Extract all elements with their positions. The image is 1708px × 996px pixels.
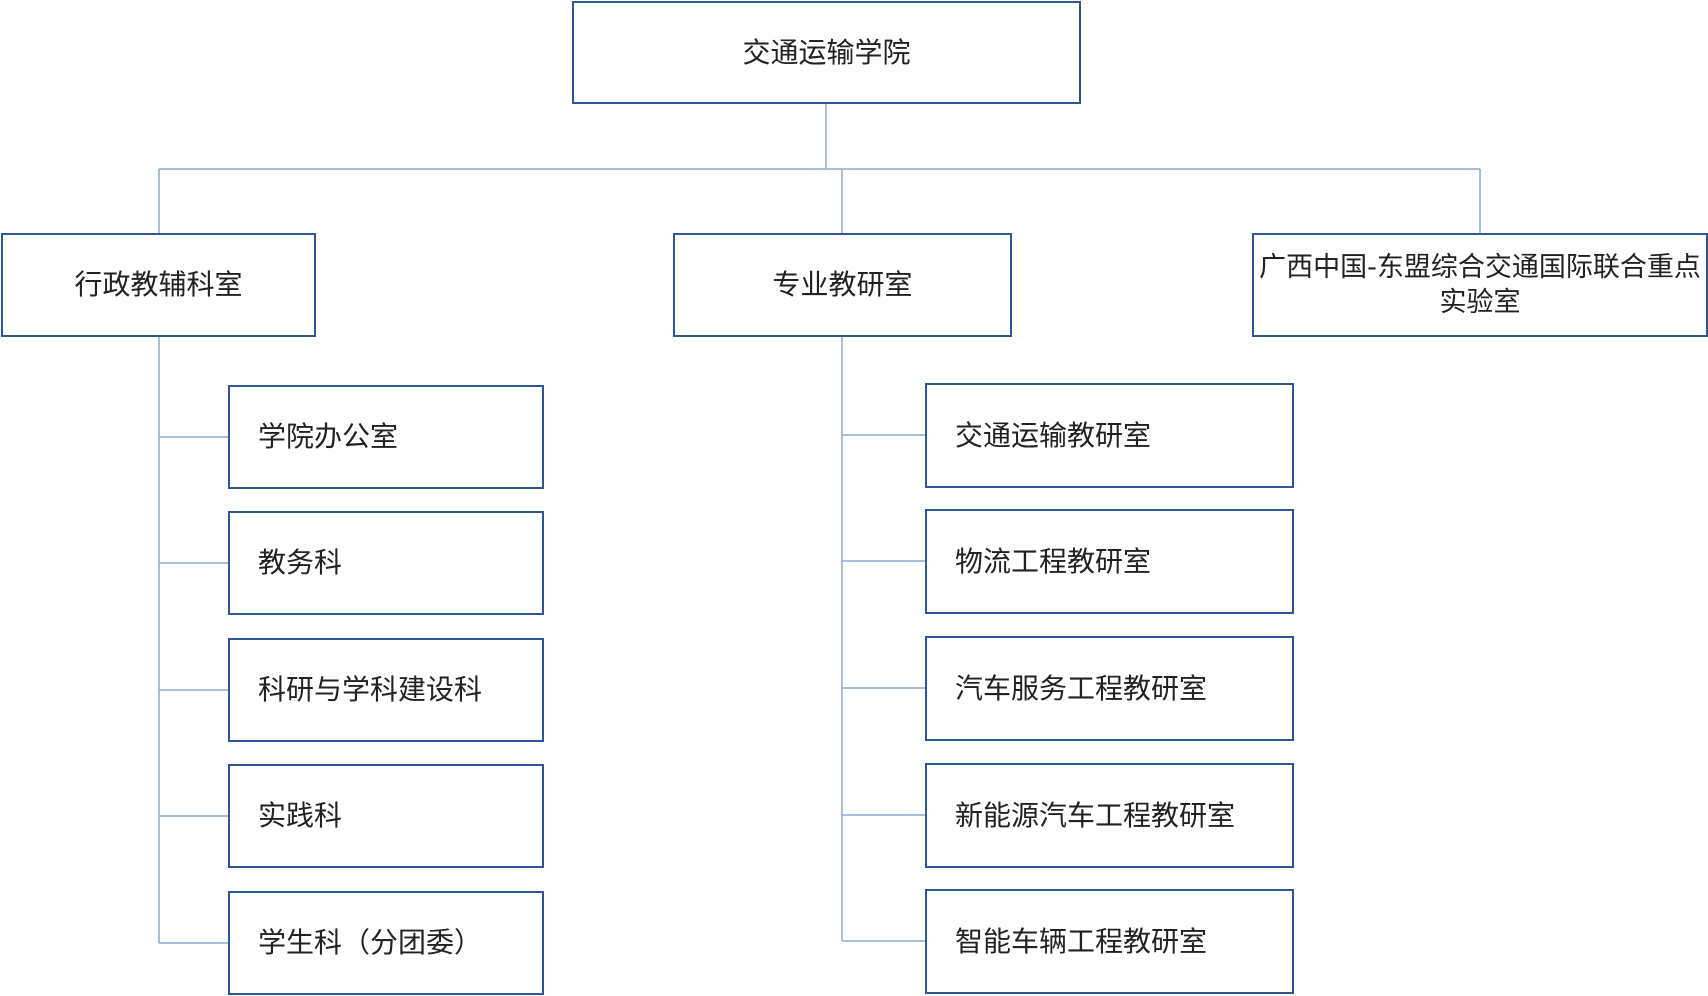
node-label: 汽车服务工程教研室 bbox=[955, 671, 1208, 705]
node-label: 教务科 bbox=[258, 546, 343, 579]
admin-child-node: 科研与学科建设科 bbox=[228, 638, 544, 742]
teaching-child-node: 物流工程教研室 bbox=[925, 509, 1294, 614]
teaching-child-node: 交通运输教研室 bbox=[925, 383, 1294, 488]
node-label: 新能源汽车工程教研室 bbox=[955, 798, 1236, 832]
root-label: 交通运输学院 bbox=[742, 35, 911, 69]
branch-node-lab: 广西中国-东盟综合交通国际联合重点实验室 bbox=[1252, 233, 1708, 337]
admin-child-node: 学院办公室 bbox=[228, 385, 544, 489]
node-label: 物流工程教研室 bbox=[955, 544, 1152, 578]
node-label: 学院办公室 bbox=[258, 420, 399, 453]
teaching-child-node: 汽车服务工程教研室 bbox=[925, 636, 1294, 741]
branch-node-admin: 行政教辅科室 bbox=[1, 233, 316, 337]
node-label: 智能车辆工程教研室 bbox=[955, 924, 1208, 958]
admin-child-node: 学生科（分团委） bbox=[228, 891, 544, 995]
branch-node-teaching: 专业教研室 bbox=[673, 233, 1012, 337]
node-label: 实践科 bbox=[258, 799, 343, 832]
node-label: 科研与学科建设科 bbox=[258, 673, 483, 706]
root-node: 交通运输学院 bbox=[572, 1, 1081, 104]
teaching-child-node: 智能车辆工程教研室 bbox=[925, 889, 1294, 994]
node-label: 学生科（分团委） bbox=[258, 926, 483, 959]
branch-label: 广西中国-东盟综合交通国际联合重点实验室 bbox=[1259, 252, 1701, 318]
node-label: 交通运输教研室 bbox=[955, 418, 1152, 452]
branch-label: 专业教研室 bbox=[772, 268, 913, 301]
teaching-child-node: 新能源汽车工程教研室 bbox=[925, 763, 1294, 868]
admin-child-node: 教务科 bbox=[228, 511, 544, 615]
branch-label: 行政教辅科室 bbox=[74, 268, 243, 301]
admin-child-node: 实践科 bbox=[228, 764, 544, 868]
